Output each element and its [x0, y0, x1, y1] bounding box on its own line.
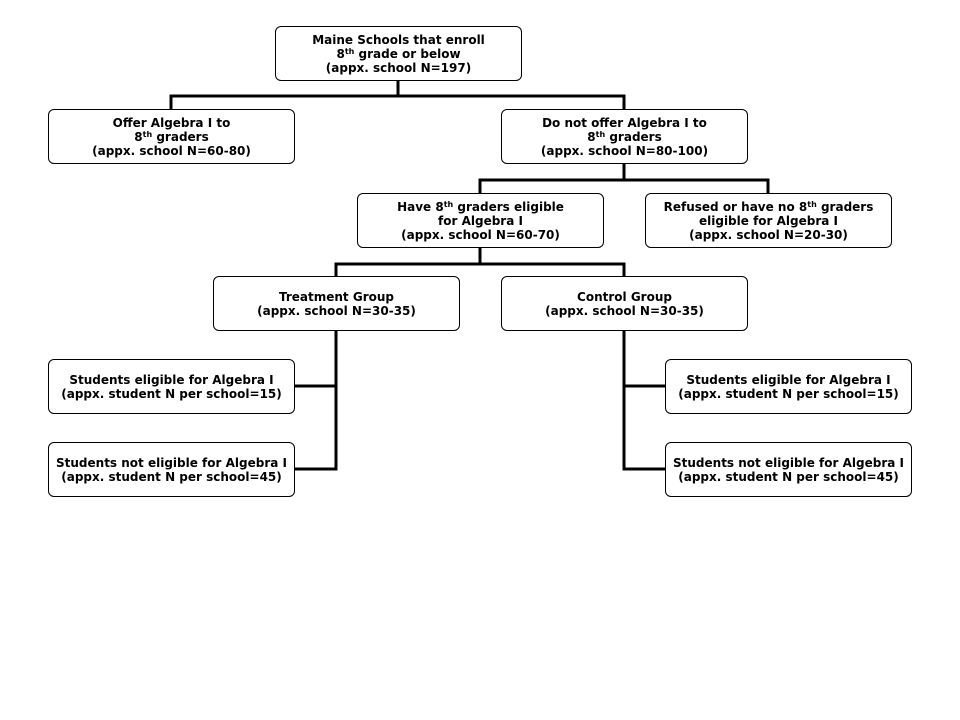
node-do-not-offer-algebra: Do not offer Algebra I to 8th graders (a…: [501, 109, 748, 164]
node-text-with-superscript: Refused or have no 8th graders: [664, 200, 874, 214]
superscript: th: [595, 129, 606, 139]
node-count: (appx. school N=80-100): [540, 143, 709, 158]
node-count: (appx. student N per school=15): [61, 386, 282, 401]
node-refused-or-no-eligible: Refused or have no 8th graders eligible …: [645, 193, 892, 248]
node-text: 8: [336, 46, 345, 61]
node-text: Control Group: [577, 289, 672, 304]
node-count: (appx. school N=20-30): [689, 227, 848, 242]
node-text: Do not offer Algebra I to: [542, 115, 707, 130]
node-text: graders: [816, 199, 874, 214]
node-text: graders: [605, 129, 662, 144]
node-text: Students eligible for Algebra I: [686, 372, 891, 387]
node-offer-algebra: Offer Algebra I to 8th graders (appx. sc…: [48, 109, 295, 164]
node-text: Students not eligible for Algebra I: [56, 455, 287, 470]
node-text: Offer Algebra I to: [112, 115, 231, 130]
node-count: (appx. student N per school=45): [61, 469, 282, 484]
node-count: (appx. school N=30-35): [257, 303, 416, 318]
node-text: Maine Schools that enroll: [312, 32, 485, 47]
superscript: th: [443, 199, 454, 209]
node-text-with-superscript: Have 8th graders eligible: [397, 200, 564, 214]
node-count: (appx. school N=60-70): [401, 227, 560, 242]
node-text: Treatment Group: [278, 289, 394, 304]
node-count: (appx. school N=30-35): [545, 303, 704, 318]
node-text: Students not eligible for Algebra I: [673, 455, 904, 470]
node-control-students-not-eligible: Students not eligible for Algebra I (app…: [665, 442, 912, 497]
node-text: Have 8: [397, 199, 444, 214]
node-treatment-students-not-eligible: Students not eligible for Algebra I (app…: [48, 442, 295, 497]
node-treatment-group: Treatment Group (appx. school N=30-35): [213, 276, 460, 331]
node-control-group: Control Group (appx. school N=30-35): [501, 276, 748, 331]
node-text: for Algebra I: [438, 213, 523, 228]
node-text: 8: [587, 129, 596, 144]
superscript: th: [807, 199, 817, 209]
node-count: (appx. school N=197): [325, 60, 472, 75]
node-text: 8: [134, 129, 143, 144]
node-text: eligible for Algebra I: [698, 213, 839, 228]
node-text-with-superscript: 8th graders: [587, 130, 661, 144]
node-text: graders: [152, 129, 209, 144]
node-count: (appx. school N=60-80): [92, 143, 251, 158]
node-have-eligible-graders: Have 8th graders eligible for Algebra I …: [357, 193, 604, 248]
node-text: Refused or have no 8: [663, 199, 808, 214]
superscript: th: [344, 46, 355, 56]
node-text-with-superscript: 8th graders: [134, 130, 208, 144]
node-text: grade or below: [354, 46, 461, 61]
node-control-students-eligible: Students eligible for Algebra I (appx. s…: [665, 359, 912, 414]
superscript: th: [142, 129, 153, 139]
node-text: graders eligible: [453, 199, 564, 214]
node-treatment-students-eligible: Students eligible for Algebra I (appx. s…: [48, 359, 295, 414]
node-count: (appx. student N per school=15): [678, 386, 899, 401]
node-count: (appx. student N per school=45): [678, 469, 899, 484]
node-text-with-superscript: 8th grade or below: [336, 47, 460, 61]
node-text: Students eligible for Algebra I: [69, 372, 274, 387]
node-maine-schools: Maine Schools that enroll 8th grade or b…: [275, 26, 522, 81]
